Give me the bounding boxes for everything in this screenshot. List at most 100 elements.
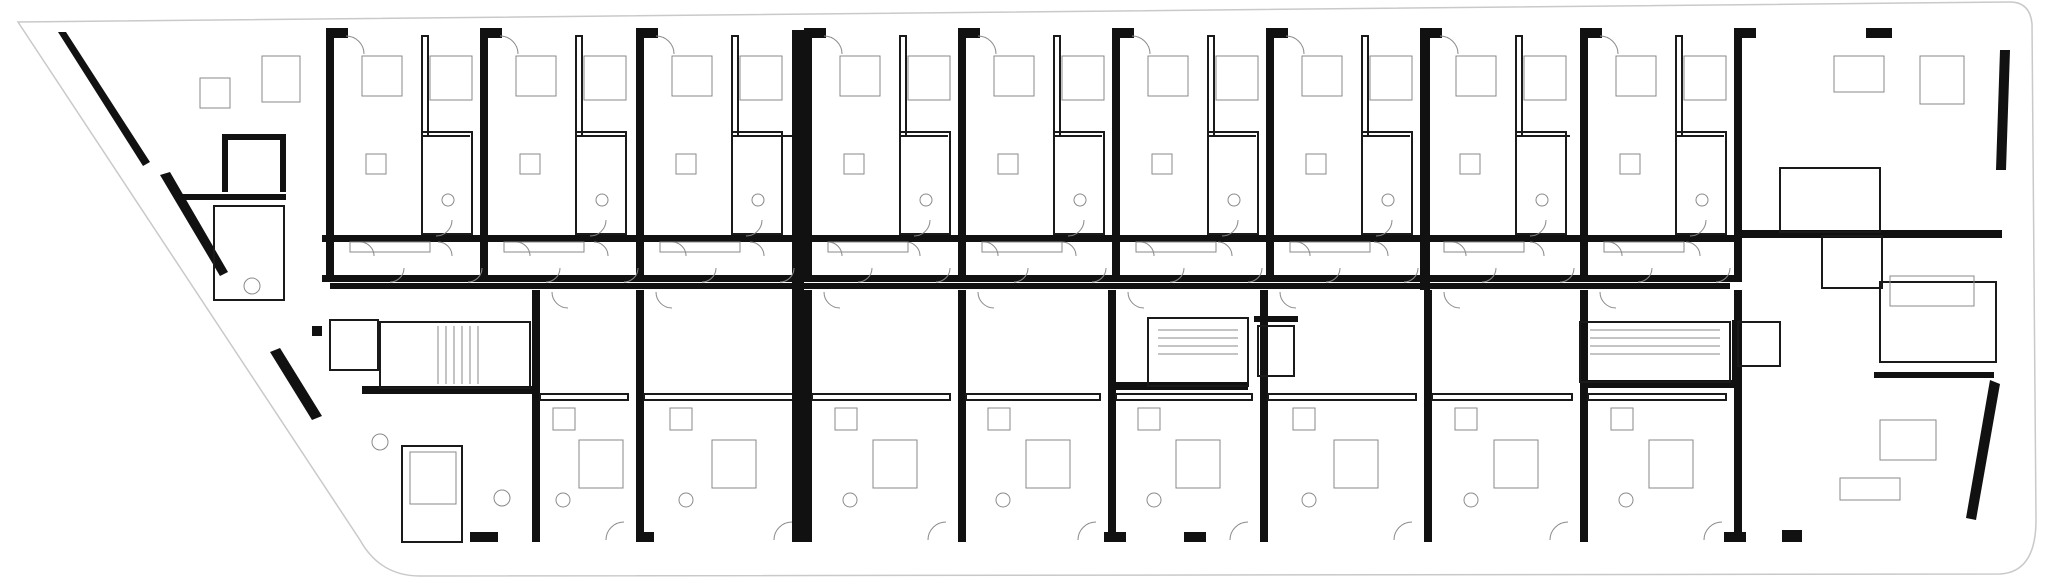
door-swing <box>1375 219 1393 237</box>
dining-table <box>997 153 1019 175</box>
sofa <box>1648 439 1694 489</box>
east-closet <box>1821 235 1883 289</box>
party-wall <box>804 290 812 542</box>
door-swing <box>1169 267 1185 283</box>
door-swing <box>499 35 519 55</box>
door-swing <box>1139 241 1155 257</box>
door-swing <box>589 219 607 237</box>
dining-table <box>1619 153 1641 175</box>
door-swing <box>655 35 675 55</box>
wardrobe <box>1135 241 1217 253</box>
armchair <box>842 492 858 508</box>
closet-wall <box>342 236 466 241</box>
sofa <box>671 55 713 97</box>
door-swing <box>1373 241 1389 257</box>
door-swing <box>345 35 365 55</box>
sofa <box>993 55 1035 97</box>
party-wall <box>326 30 334 278</box>
wall-stub <box>326 28 348 38</box>
north-unit-walls <box>326 28 1756 278</box>
bed <box>583 55 627 101</box>
door-swing <box>1529 241 1545 257</box>
bathroom-partition <box>421 131 473 235</box>
wall-stub <box>636 28 658 38</box>
toilet <box>919 193 933 207</box>
bedroom-wall <box>1675 35 1683 137</box>
bedroom-wall <box>1207 35 1215 137</box>
sofa <box>872 439 918 489</box>
party-wall <box>636 30 644 278</box>
east-kitchen <box>1889 275 1975 307</box>
door-swing <box>1013 267 1029 283</box>
bedroom-wall <box>1361 35 1369 137</box>
wardrobe <box>1603 241 1685 253</box>
door-swing <box>823 291 841 309</box>
sofa <box>1175 439 1221 489</box>
dining-table <box>834 407 858 431</box>
bathroom-partition <box>899 131 951 235</box>
dining-table <box>843 153 865 175</box>
stair-core-center-2 <box>1579 320 1740 383</box>
sofa <box>1493 439 1539 489</box>
dining-table <box>1610 407 1634 431</box>
bathroom-partition <box>575 131 627 235</box>
bed <box>1683 55 1727 101</box>
door-swing <box>1077 521 1097 541</box>
toilet <box>595 193 609 207</box>
door-swing <box>823 35 843 55</box>
stair-core-center-1 <box>1147 316 1298 387</box>
wardrobe <box>1443 241 1525 253</box>
door-swing <box>1279 291 1297 309</box>
dining-table <box>1151 153 1173 175</box>
wardrobe <box>349 241 431 253</box>
wardrobe <box>1289 241 1371 253</box>
bed <box>907 55 951 101</box>
closet-wall <box>1128 236 1252 241</box>
bedroom-wall <box>575 35 583 137</box>
bed <box>1061 55 1105 101</box>
door-swing <box>983 241 999 257</box>
wall-stub <box>804 28 826 38</box>
sofa <box>1147 55 1189 97</box>
door-swing <box>359 241 375 257</box>
wall-stub <box>1420 28 1442 38</box>
door-swing <box>1689 219 1707 237</box>
party-wall <box>1260 290 1268 542</box>
door-swing <box>1599 291 1617 309</box>
party-wall <box>636 290 644 542</box>
toilet <box>1695 193 1709 207</box>
door-swing <box>1439 35 1459 55</box>
door-swing <box>1247 267 1263 283</box>
door-swing <box>701 267 717 283</box>
dining-table <box>669 407 693 431</box>
door-swing <box>551 291 569 309</box>
door-swing <box>1221 219 1239 237</box>
sofa <box>515 55 557 97</box>
door-swing <box>927 521 947 541</box>
door-swing <box>1703 521 1723 541</box>
wall-stub <box>958 28 980 38</box>
bathroom-partition <box>1361 131 1413 235</box>
bed <box>429 55 473 101</box>
bedroom-wall <box>899 35 907 137</box>
sofa <box>1301 55 1343 97</box>
door-swing <box>389 267 405 283</box>
wardrobe <box>827 241 909 253</box>
east-bathroom <box>1779 167 1881 233</box>
door-swing <box>1067 219 1085 237</box>
door-swing <box>745 219 763 237</box>
closet-wall <box>1436 236 1566 241</box>
closet-wall <box>1596 236 1720 241</box>
toilet <box>1535 193 1549 207</box>
party-wall <box>480 30 488 278</box>
party-wall <box>958 290 966 542</box>
room-partition <box>811 393 951 401</box>
door-swing <box>1685 241 1701 257</box>
toilet <box>1227 193 1241 207</box>
bathroom-partition <box>1053 131 1105 235</box>
wall-stub <box>1266 28 1288 38</box>
toilet <box>1073 193 1087 207</box>
dining-table <box>552 407 576 431</box>
door-swing <box>905 241 921 257</box>
toilet <box>751 193 765 207</box>
